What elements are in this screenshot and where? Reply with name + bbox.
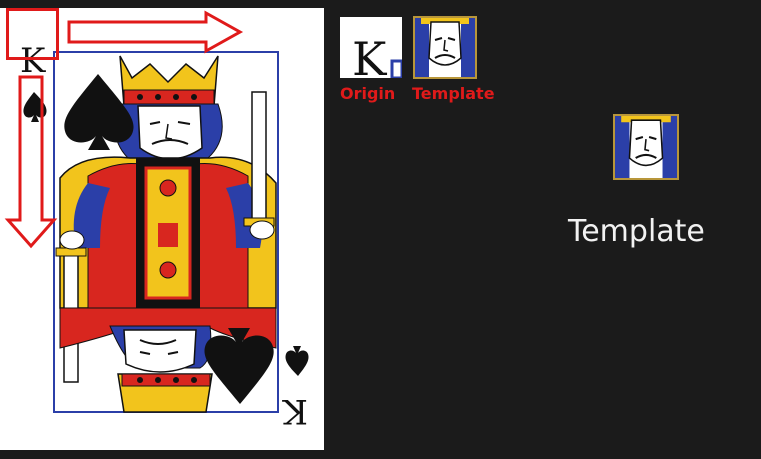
king-of-spades-card: K K [0,8,324,450]
vertical-scan-arrow [4,75,58,249]
corner-rank-bottom: K [282,391,308,431]
template-face-large [615,116,677,178]
corner-rank-top: K [20,41,46,81]
card-face-illustration: K K [20,41,309,431]
origin-thumbnail-image: K [352,32,402,78]
horizontal-scan-arrow [67,10,244,54]
corner-highlight-box [6,8,59,60]
origin-label: Origin [340,84,396,103]
origin-rank-glyph: K [352,32,388,78]
template-thumbnail-small [413,16,477,79]
large-spade-bottom [204,328,274,404]
corner-spade-bottom [285,346,309,376]
template-thumbnail-large [613,114,679,180]
large-spade-top [64,74,134,150]
template-label-small: Template [412,84,495,103]
king-lower-figure [59,307,277,413]
king-upper-figure [55,55,277,383]
template-face-small [415,18,475,77]
origin-thumbnail: K [340,17,402,78]
template-label-large: Template [568,214,705,249]
